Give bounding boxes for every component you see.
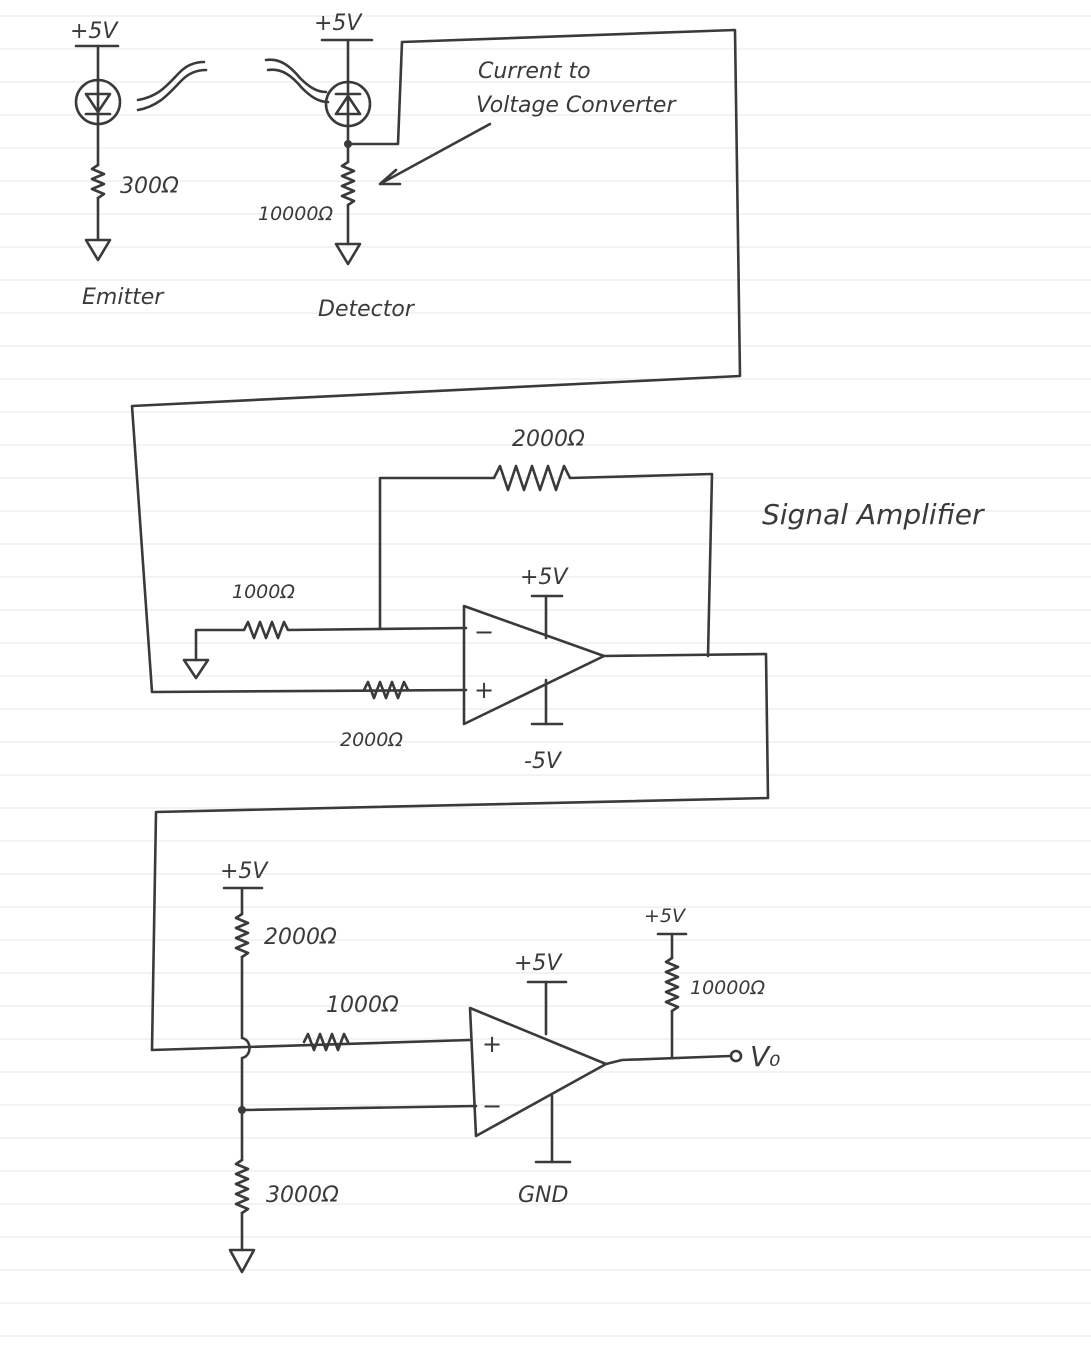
amp-neg-supply-label: -5V [524,749,563,774]
emitter-resistor-label: 300Ω [120,174,179,199]
comp-pos-supply-label: +5V [514,951,563,976]
amp-feedback-loop [378,464,714,658]
comp-series-resistor-label: 1000Ω [326,993,399,1018]
comp-top-resistor-label: 2000Ω [264,925,337,950]
comp-minus-label: − [482,1092,502,1120]
emitter-resistor-icon [90,163,106,200]
light-ray-icon [136,68,208,112]
comp-reference-wire [240,1104,478,1112]
comp-pullup-supply-label: +5V [644,905,687,927]
comp-bottom-resistor-label: 3000Ω [266,1183,339,1208]
comp-top-resistor-icon [234,912,250,959]
amp-ground-icon [182,658,210,680]
comp-divider-supply-label: +5V [220,859,269,884]
amp-title: Signal Amplifier [762,498,985,531]
comp-divider-wire [240,955,251,1162]
amp-input-resistor-label: 1000Ω [232,581,295,603]
detector-resistor-icon [340,160,356,207]
amp-pos-supply-label: +5V [520,565,569,590]
emitter-circuit: +5V 300Ω Emitter [70,19,208,310]
emitter-caption: Emitter [82,285,165,310]
amplifier-to-comparator-wire [150,652,770,1052]
comp-bottom-resistor-icon [234,1158,250,1215]
detector-circuit: +5V 10000Ω Detector Current to Voltage C… [258,11,677,322]
output-label: V₀ [750,1040,780,1073]
emitter-ground-icon [84,238,112,262]
amp-noninv-resistor-label: 2000Ω [340,729,403,751]
amp-opamp-icon [462,604,606,726]
comp-pullup-resistor-icon [664,956,680,1013]
amp-minus-label: − [474,618,494,646]
detector-caption: Detector [318,297,416,322]
comp-ground-icon [228,1248,256,1274]
comp-pullup-resistor-label: 10000Ω [690,977,765,999]
detector-supply-label: +5V [314,11,363,36]
amp-input-path [194,620,468,662]
detector-to-amplifier-wire [130,28,742,694]
amp-feedback-resistor-label: 2000Ω [512,427,585,452]
comp-opamp-icon [468,1006,608,1138]
comparator-stage: +5V 2000Ω 3000Ω 1000Ω + − +5V GND +5V [220,859,780,1274]
amp-plus-label: + [474,676,494,704]
light-ray-icon [136,60,206,102]
comp-plus-label: + [482,1030,502,1058]
emitter-supply-label: +5V [70,19,119,44]
signal-amplifier: 2000Ω Signal Amplifier 1000Ω 2000Ω − + +… [182,427,985,774]
note-arrow-icon [378,122,492,186]
converter-note-line2: Voltage Converter [476,93,677,118]
detector-photodiode-icon [324,80,372,128]
light-ray-icon [266,68,330,104]
light-ray-icon [264,58,328,94]
detector-resistor-label: 10000Ω [258,203,333,225]
amp-noninv-resistor-icon [362,680,410,700]
comp-gnd-label: GND [518,1183,568,1208]
comp-series-resistor-icon [302,1032,350,1052]
converter-note-line1: Current to [478,59,591,84]
comp-output-wire [604,1054,732,1066]
emitter-led-icon [74,78,122,126]
detector-ground-icon [334,242,362,266]
output-terminal-icon [729,1049,743,1063]
